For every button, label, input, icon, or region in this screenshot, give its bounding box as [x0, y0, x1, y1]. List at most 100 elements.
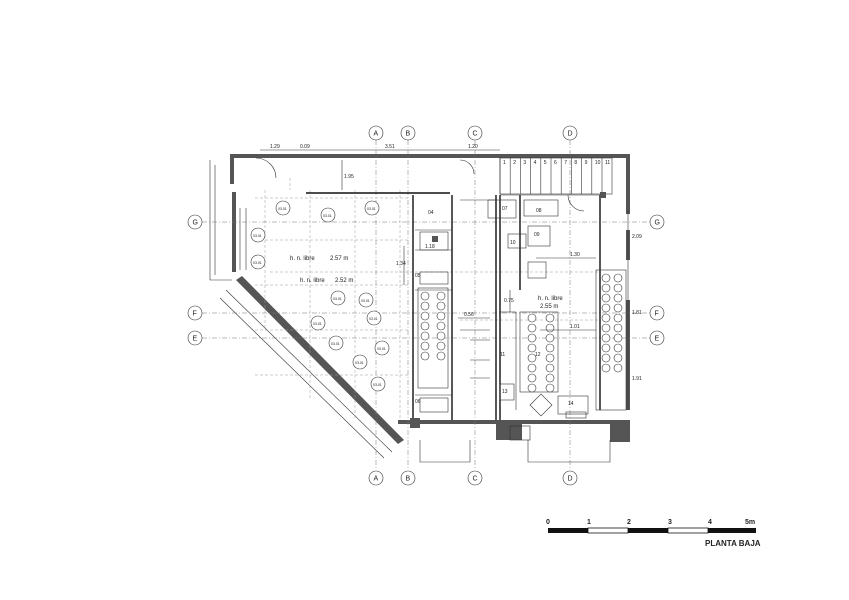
stool — [436, 291, 446, 301]
axis-bottom-B-label: B — [406, 476, 411, 483]
axis-top-B-label: B — [406, 131, 411, 138]
stool — [420, 321, 430, 331]
stair-step-2: 2 — [513, 160, 516, 166]
stair-step-11: 11 — [605, 160, 610, 166]
stool — [436, 321, 446, 331]
stool — [545, 343, 555, 353]
stool — [601, 313, 611, 323]
dimension-lines — [260, 149, 629, 410]
equipment-tag-11: 11 — [500, 352, 505, 358]
stool — [601, 323, 611, 333]
axis-bottom-C-label: C — [473, 476, 478, 483]
table-tag: 03.01 — [361, 299, 370, 303]
stool — [613, 333, 623, 343]
table-tag: 03.01 — [253, 234, 262, 238]
stool — [420, 341, 430, 351]
stool — [527, 313, 537, 323]
dim-top-4: 1.20 — [468, 144, 478, 150]
dim-top-2: 0.09 — [300, 144, 310, 150]
axis-right-G-label: G — [655, 220, 660, 227]
stool — [601, 343, 611, 353]
equipment-tag-10: 10 — [510, 240, 516, 246]
room-c-label: h. n. libre — [538, 296, 563, 302]
stool — [527, 383, 537, 393]
axis-bottom-D-label: D — [568, 476, 573, 483]
dim-right-1: 2.09 — [632, 234, 642, 240]
round-table — [358, 292, 374, 308]
axis-top-C-label: C — [473, 131, 478, 138]
stool — [613, 293, 623, 303]
round-table — [250, 254, 266, 270]
axis-right-E-label: E — [655, 336, 660, 343]
round-table — [320, 207, 336, 223]
scale-label-1: 1 — [587, 519, 591, 526]
interior-partitions — [306, 192, 601, 420]
round-table — [374, 340, 390, 356]
axis-right-G — [649, 214, 665, 230]
scale-label-4: 4 — [708, 519, 712, 526]
stool — [436, 311, 446, 321]
axis-top-C — [467, 125, 483, 141]
stool — [601, 353, 611, 363]
axis-top-A-label: A — [374, 131, 379, 138]
stair-step-9: 9 — [585, 160, 588, 166]
axis-left-G-label: G — [193, 220, 198, 227]
table-tag: 03.01 — [278, 207, 287, 211]
room-a-height: 2.57 m — [330, 256, 348, 262]
equipment-tag-13: 13 — [502, 389, 508, 395]
stair-step-6: 6 — [554, 160, 557, 166]
stool — [545, 363, 555, 373]
round-table — [250, 227, 266, 243]
stool — [601, 363, 611, 373]
axis-top-D — [562, 125, 578, 141]
axis-left-G — [187, 214, 203, 230]
table-tag: 03.01 — [373, 383, 382, 387]
equipment-tag-08: 08 — [536, 208, 542, 214]
equipment-tag-07: 07 — [502, 206, 508, 212]
scale-label-3: 3 — [668, 519, 672, 526]
axis-top-B — [400, 125, 416, 141]
axis-bottom-A — [368, 470, 384, 486]
stool — [613, 343, 623, 353]
axis-right-F — [649, 305, 665, 321]
dim-mid-1: 1.18 — [425, 244, 435, 250]
stool — [545, 323, 555, 333]
stool — [527, 333, 537, 343]
stair-step-4: 4 — [534, 160, 537, 166]
round-table — [275, 200, 291, 216]
columns — [410, 192, 606, 428]
stair-step-3: 3 — [523, 160, 526, 166]
room-c-height: 2.55 m — [540, 304, 558, 310]
axis-bottom-A-label: A — [374, 476, 379, 483]
stool — [527, 363, 537, 373]
stool — [601, 283, 611, 293]
dim-top-3: 3.51 — [385, 144, 395, 150]
stool — [613, 283, 623, 293]
round-table — [352, 354, 368, 370]
round-table — [328, 335, 344, 351]
axis-bottom-D — [562, 470, 578, 486]
round-table — [364, 200, 380, 216]
stool — [420, 301, 430, 311]
axis-right-E — [649, 330, 665, 346]
table-tag: 03.01 — [333, 297, 342, 301]
round-table — [310, 315, 326, 331]
facade-glazing — [209, 160, 393, 459]
stool — [601, 273, 611, 283]
stair-step-1: 1 — [503, 160, 506, 166]
equipment-tag-14: 14 — [568, 401, 574, 407]
bar-fixtures — [417, 199, 627, 441]
stool — [613, 353, 623, 363]
table-tag: 03.01 — [369, 317, 378, 321]
stool — [545, 383, 555, 393]
stool — [601, 303, 611, 313]
plan-title: PLANTA BAJA — [705, 539, 761, 548]
stool — [436, 341, 446, 351]
scale-label-0: 0 — [546, 519, 550, 526]
room-b-label: h. n. libre — [300, 278, 325, 284]
equipment-tag-05: 05 — [415, 273, 421, 279]
axis-left-F-label: F — [193, 311, 197, 318]
